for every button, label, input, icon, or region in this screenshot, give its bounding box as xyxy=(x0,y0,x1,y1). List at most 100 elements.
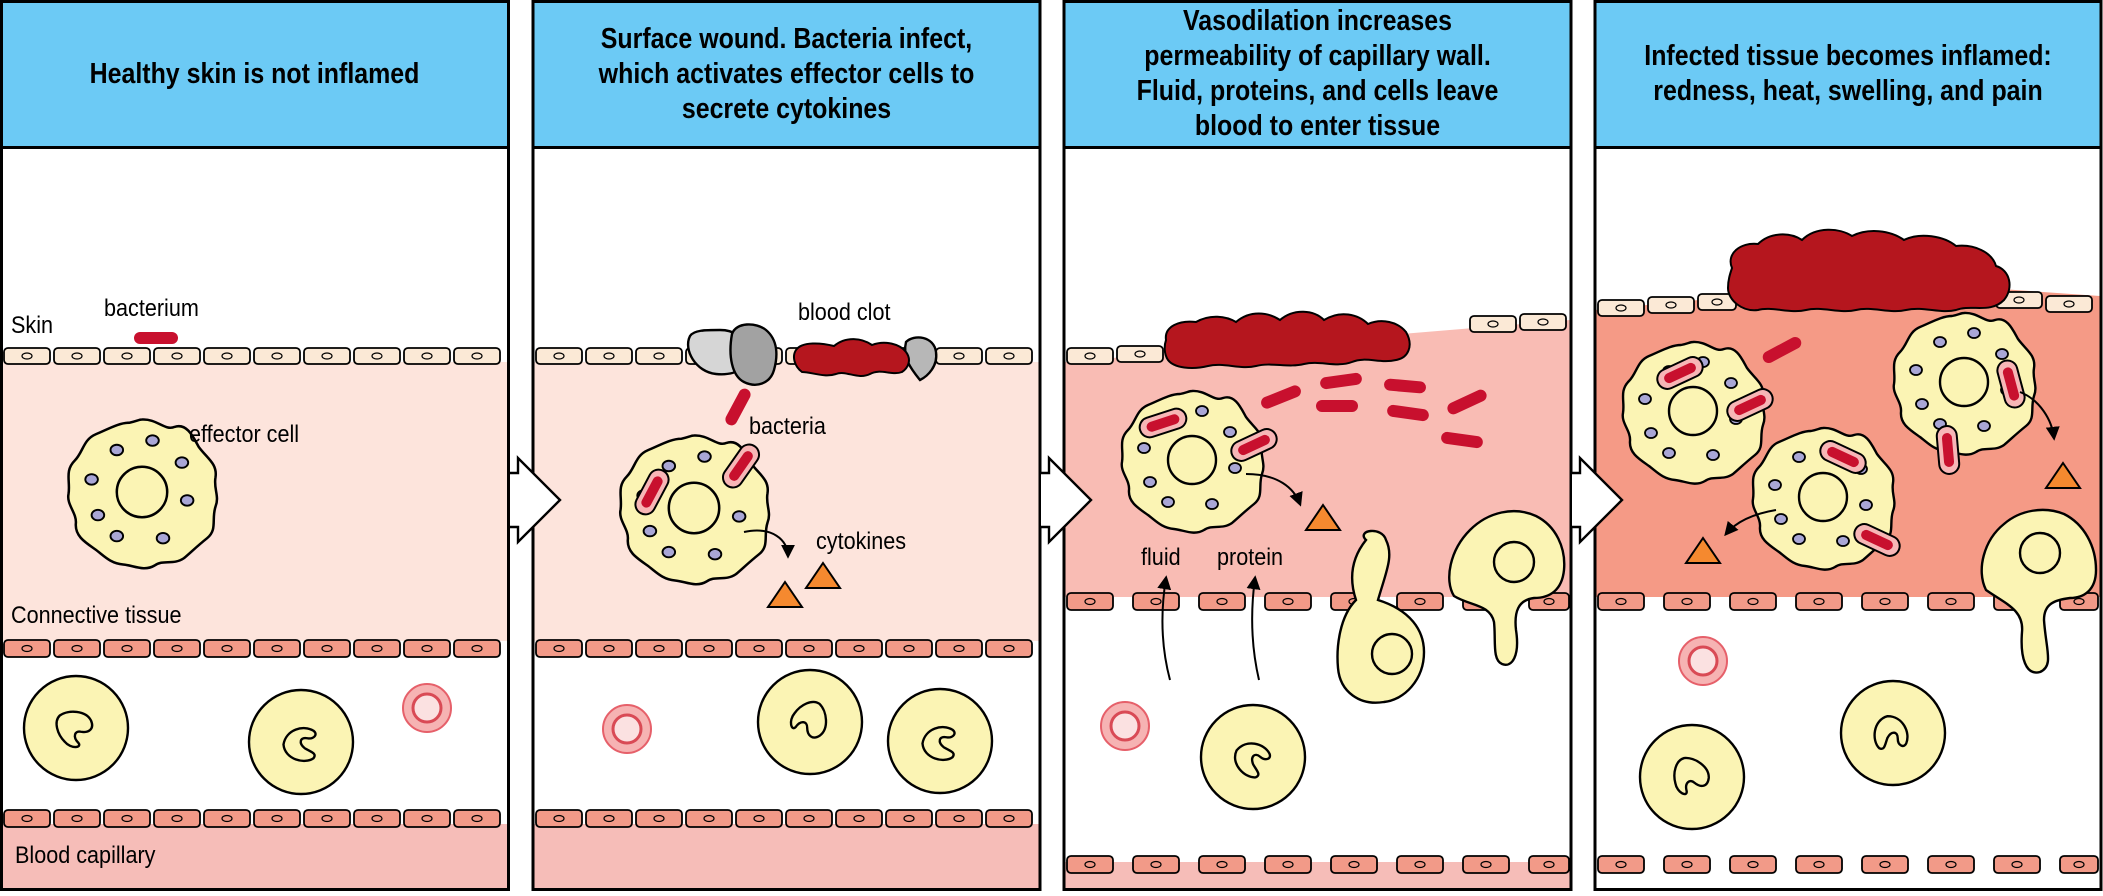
panel-4-title: Infected tissue becomes inflamed: rednes… xyxy=(1644,40,2052,107)
cell-nucleus xyxy=(2073,597,2085,606)
cell xyxy=(453,347,501,365)
cell xyxy=(1663,592,1711,611)
migrating-white-blood-cell-icon xyxy=(1448,509,1566,666)
cell xyxy=(103,347,151,365)
cell-nucleus xyxy=(1747,860,1759,869)
cell xyxy=(1198,592,1246,611)
cell-nucleus xyxy=(171,644,183,653)
fluid-arrow xyxy=(1157,575,1172,681)
cell-nucleus xyxy=(1348,860,1360,869)
cell xyxy=(3,347,51,365)
cell-nucleus xyxy=(1003,352,1015,360)
cell xyxy=(785,809,833,828)
cytokines-label: cytokines xyxy=(816,528,907,555)
cell xyxy=(1528,855,1570,874)
cell-nucleus xyxy=(1480,860,1492,869)
cell xyxy=(1519,313,1567,331)
cell xyxy=(303,639,351,658)
cell-nucleus xyxy=(953,352,965,360)
cell-nucleus xyxy=(603,352,615,360)
cell xyxy=(1993,855,2041,874)
cell xyxy=(835,639,883,658)
cell-nucleus xyxy=(21,644,33,653)
cell xyxy=(1116,345,1164,363)
cell-nucleus xyxy=(1747,597,1759,606)
cell-nucleus xyxy=(1084,860,1096,869)
cell-nucleus xyxy=(1879,860,1891,869)
cell-nucleus xyxy=(753,814,765,823)
cell xyxy=(585,639,633,658)
white-blood-cell-icon xyxy=(247,688,355,796)
cell xyxy=(935,347,983,365)
cell xyxy=(103,809,151,828)
white-blood-cell-icon xyxy=(1839,679,1947,787)
migrating-white-blood-cell-icon xyxy=(1980,508,2098,674)
cell xyxy=(1462,855,1510,874)
cell-nucleus xyxy=(2063,300,2075,308)
cell-nucleus xyxy=(471,352,483,360)
cell xyxy=(253,347,301,365)
cell xyxy=(403,809,451,828)
blood-capillary-label: Blood capillary xyxy=(15,842,156,869)
cell-nucleus xyxy=(271,644,283,653)
panel-1 xyxy=(0,0,510,891)
cell-nucleus xyxy=(1615,597,1627,606)
cell-nucleus xyxy=(321,644,333,653)
cell-nucleus xyxy=(1487,320,1499,328)
cell xyxy=(303,347,351,365)
cell xyxy=(935,809,983,828)
blood-clot-icon xyxy=(1163,310,1411,369)
cell xyxy=(303,809,351,828)
cell xyxy=(153,347,201,365)
cell xyxy=(735,809,783,828)
cell xyxy=(985,809,1033,828)
bacterium-icon xyxy=(134,332,178,344)
cell-nucleus xyxy=(803,814,815,823)
cell-nucleus xyxy=(853,814,865,823)
cell-nucleus xyxy=(171,352,183,360)
cell xyxy=(253,809,301,828)
cell xyxy=(735,639,783,658)
cell xyxy=(1861,855,1909,874)
capillary-wall-lower xyxy=(535,809,1033,828)
cell-nucleus xyxy=(271,352,283,360)
cell-nucleus xyxy=(1543,597,1555,606)
cell xyxy=(535,639,583,658)
cell xyxy=(53,639,101,658)
cell xyxy=(1132,855,1180,874)
cell-nucleus xyxy=(471,814,483,823)
cell xyxy=(1795,592,1843,611)
cell-nucleus xyxy=(321,352,333,360)
cell-nucleus xyxy=(603,644,615,653)
red-blood-cell-icon xyxy=(401,682,453,734)
cell-nucleus xyxy=(2013,296,2025,304)
cell-nucleus xyxy=(1003,814,1015,823)
white-blood-cell-icon xyxy=(22,674,130,782)
cell xyxy=(1396,855,1444,874)
cell-nucleus xyxy=(903,814,915,823)
cell xyxy=(885,639,933,658)
panel-2-title: Surface wound. Bacteria infect, which ac… xyxy=(598,22,975,125)
cell xyxy=(1663,855,1711,874)
skin-label: Skin xyxy=(11,312,54,339)
cell xyxy=(453,809,501,828)
bacteria-icon xyxy=(725,388,751,426)
panel-4 xyxy=(1593,0,2103,891)
cell-nucleus xyxy=(221,352,233,360)
bacteria-label: bacteria xyxy=(749,413,826,440)
secretion-arrow xyxy=(1724,509,1777,537)
cell-nucleus xyxy=(321,814,333,823)
cell-nucleus xyxy=(1665,301,1677,309)
cell xyxy=(1597,592,1645,611)
cell-nucleus xyxy=(1282,860,1294,869)
cell-nucleus xyxy=(1282,597,1294,606)
cell xyxy=(1927,592,1975,611)
cell-nucleus xyxy=(553,352,565,360)
cell xyxy=(2059,855,2099,874)
cell-nucleus xyxy=(21,814,33,823)
cell-nucleus xyxy=(71,644,83,653)
cell-nucleus xyxy=(1134,350,1146,358)
skin-layer xyxy=(1066,313,1567,365)
cell-nucleus xyxy=(471,644,483,653)
cell xyxy=(403,347,451,365)
